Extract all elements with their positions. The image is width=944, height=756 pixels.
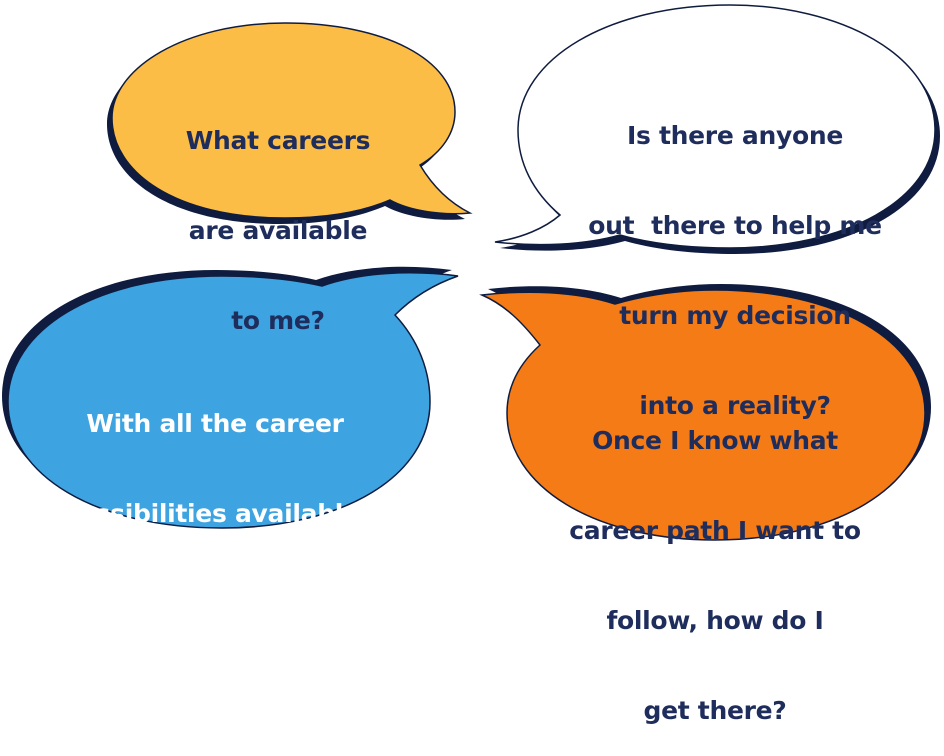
speech-bubbles-diagram (2, 4, 940, 541)
speech-bubble-yellow-line: are available (188, 216, 368, 245)
speech-bubble-yellow-body (111, 22, 473, 219)
speech-bubble-blue-line: With all the career (86, 409, 344, 438)
speech-bubble-blue (2, 266, 459, 529)
speech-bubble-blue-text: With all the career possibilities availa… (30, 349, 400, 739)
speech-bubble-orange-line: follow, how do I (606, 606, 824, 635)
speech-bubble-blue-line: a decision? (138, 679, 292, 708)
speech-bubble-blue-line: how do I make (114, 589, 316, 618)
speech-bubble-blue-body (7, 272, 459, 529)
speech-bubble-orange-body (479, 289, 926, 541)
speech-bubble-orange (479, 284, 931, 541)
speech-bubble-white-line: turn my decision (619, 301, 851, 330)
speech-bubble-yellow-line: to me? (231, 306, 325, 335)
speech-bubble-orange-line: get there? (643, 696, 787, 725)
speech-bubble-orange-line: Once I know what (592, 426, 838, 455)
speech-bubble-orange-line: career path I want to (569, 516, 861, 545)
speech-bubble-white-body (494, 4, 936, 249)
speech-bubble-yellow (107, 22, 473, 224)
speech-bubble-white-line: Is there anyone (627, 121, 843, 150)
speech-bubble-blue-line: possibilities available, (61, 499, 369, 528)
speech-bubble-white-line: out there to help me (588, 211, 882, 240)
speech-bubble-white-text: Is there anyone out there to help me tur… (560, 61, 910, 451)
speech-bubble-yellow-text: What careers are available to me? (118, 66, 438, 366)
speech-bubble-yellow-line: What careers (185, 126, 371, 155)
speech-bubble-white-line: into a reality? (639, 391, 831, 420)
speech-bubble-orange-text: Once I know what career path I want to f… (530, 366, 900, 756)
speech-bubble-white (494, 4, 940, 254)
